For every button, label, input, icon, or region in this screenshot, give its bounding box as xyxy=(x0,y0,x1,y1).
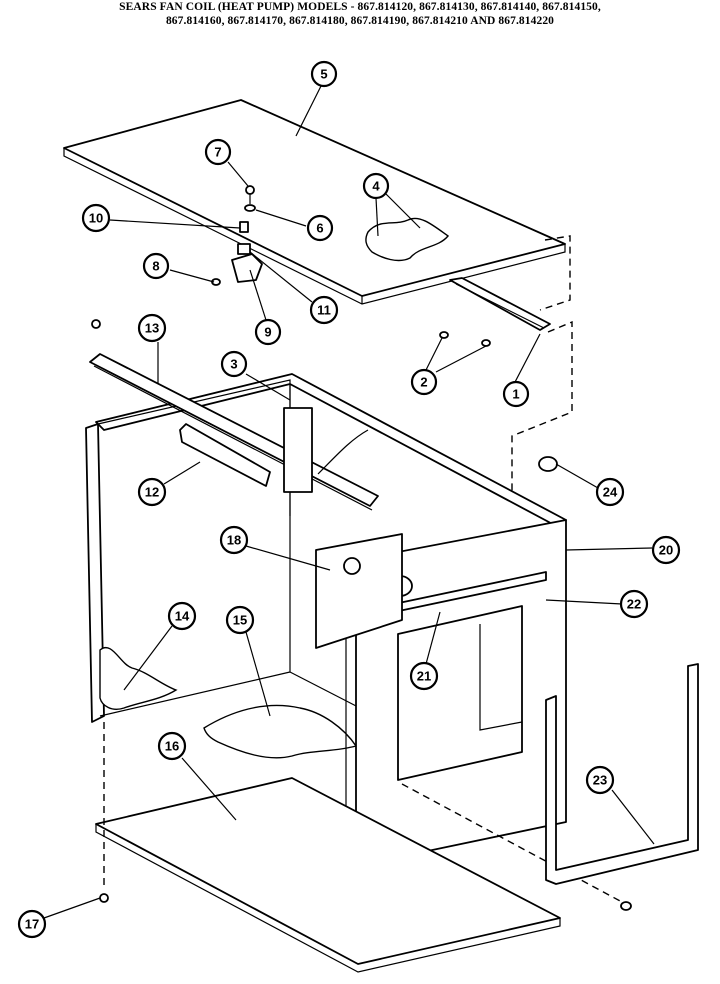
base-bracket-23 xyxy=(545,663,699,885)
callout-17-label: 17 xyxy=(25,917,39,932)
callout-11: 11 xyxy=(309,295,339,325)
leader-lines xyxy=(43,83,655,919)
switch-9 xyxy=(231,253,263,283)
callout-24-label: 24 xyxy=(603,485,618,500)
callout-16-label: 16 xyxy=(165,739,179,754)
callout-20: 20 xyxy=(651,535,681,565)
bottom-panel xyxy=(95,777,561,973)
callout-5: 5 xyxy=(310,60,338,88)
callout-15: 15 xyxy=(225,605,255,635)
callout-21-label: 21 xyxy=(417,669,431,684)
callout-9: 9 xyxy=(254,318,282,346)
callout-23: 23 xyxy=(585,765,615,795)
callout-6: 6 xyxy=(306,214,334,242)
callout-4-label: 4 xyxy=(372,179,380,194)
bottom-insulation xyxy=(203,704,358,759)
component-3 xyxy=(283,407,313,493)
callout-10-label: 10 xyxy=(89,211,103,226)
callout-10: 10 xyxy=(81,203,111,233)
callout-9-label: 9 xyxy=(264,325,271,340)
callout-3: 3 xyxy=(220,350,248,378)
inner-panel-18 xyxy=(315,533,403,649)
callout-7-label: 7 xyxy=(214,145,221,160)
callout-2-label: 2 xyxy=(420,375,427,390)
top-rail xyxy=(449,277,551,331)
support-bar-13 xyxy=(89,353,379,511)
callout-7: 7 xyxy=(204,138,232,166)
header-line-1: SEARS FAN COIL (HEAT PUMP) MODELS - 867.… xyxy=(119,1,601,13)
callout-22: 22 xyxy=(619,589,649,619)
clip-10 xyxy=(239,221,249,233)
bracket-11 xyxy=(237,243,251,255)
inner-panel-hole xyxy=(343,557,361,575)
top-panel xyxy=(63,99,566,305)
fitting-24 xyxy=(538,456,558,472)
callout-21: 21 xyxy=(409,661,439,691)
washer-6 xyxy=(244,204,256,212)
front-panel xyxy=(345,519,567,867)
callout-6-label: 6 xyxy=(316,221,323,236)
callout-11-label: 11 xyxy=(317,303,331,318)
callout-13-label: 13 xyxy=(145,321,159,336)
callout-18-label: 18 xyxy=(227,533,241,548)
callout-20-label: 20 xyxy=(659,543,673,558)
callout-24: 24 xyxy=(595,477,625,507)
callout-12: 12 xyxy=(137,477,167,507)
callout-22-label: 22 xyxy=(627,597,641,612)
callout-14-label: 14 xyxy=(175,609,190,624)
header-line-2: 867.814160, 867.814170, 867.814180, 867.… xyxy=(165,15,555,27)
screw-2a xyxy=(439,331,449,339)
screw-2b xyxy=(481,339,491,347)
callout-4: 4 xyxy=(362,172,390,200)
screw-7 xyxy=(245,185,255,195)
callout-15-label: 15 xyxy=(233,613,247,628)
side-insulation xyxy=(99,647,178,710)
callout-16: 16 xyxy=(157,731,187,761)
callout-18: 18 xyxy=(219,525,249,555)
screw-bottom xyxy=(620,901,632,911)
callout-8: 8 xyxy=(142,252,170,280)
screw-13 xyxy=(91,319,101,329)
callout-1: 1 xyxy=(502,380,530,408)
diagram-header: SEARS FAN COIL (HEAT PUMP) MODELS - 867.… xyxy=(0,0,720,28)
callout-1-label: 1 xyxy=(512,387,519,402)
top-insulation xyxy=(365,217,450,262)
callout-12-label: 12 xyxy=(145,485,159,500)
callout-8-label: 8 xyxy=(152,259,159,274)
callout-2: 2 xyxy=(410,368,438,396)
channel-12 xyxy=(179,423,271,487)
callout-17: 17 xyxy=(17,909,47,939)
callout-13: 13 xyxy=(137,313,167,343)
callout-14: 14 xyxy=(167,601,197,631)
callout-3-label: 3 xyxy=(230,357,237,372)
screw-17 xyxy=(99,893,109,903)
callout-23-label: 23 xyxy=(593,773,607,788)
callout-5-label: 5 xyxy=(320,67,327,82)
